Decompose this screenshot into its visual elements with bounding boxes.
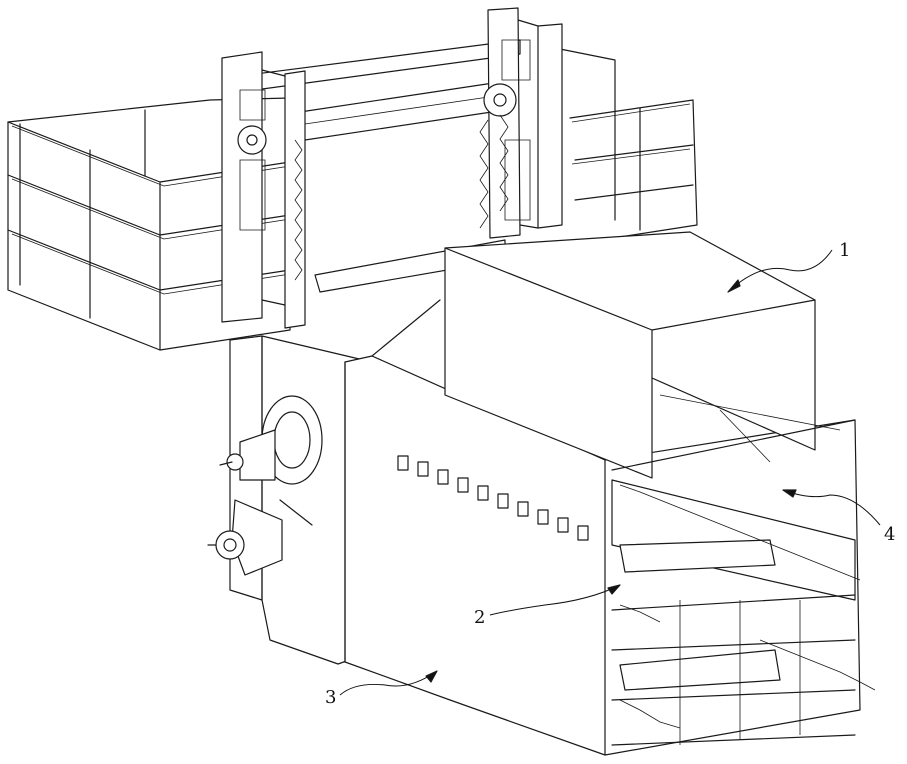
label-1: 1 — [839, 240, 850, 261]
label-2: 2 — [474, 607, 485, 628]
label-4: 4 — [884, 524, 895, 545]
label-3: 3 — [325, 687, 336, 708]
right-railing — [555, 48, 697, 240]
